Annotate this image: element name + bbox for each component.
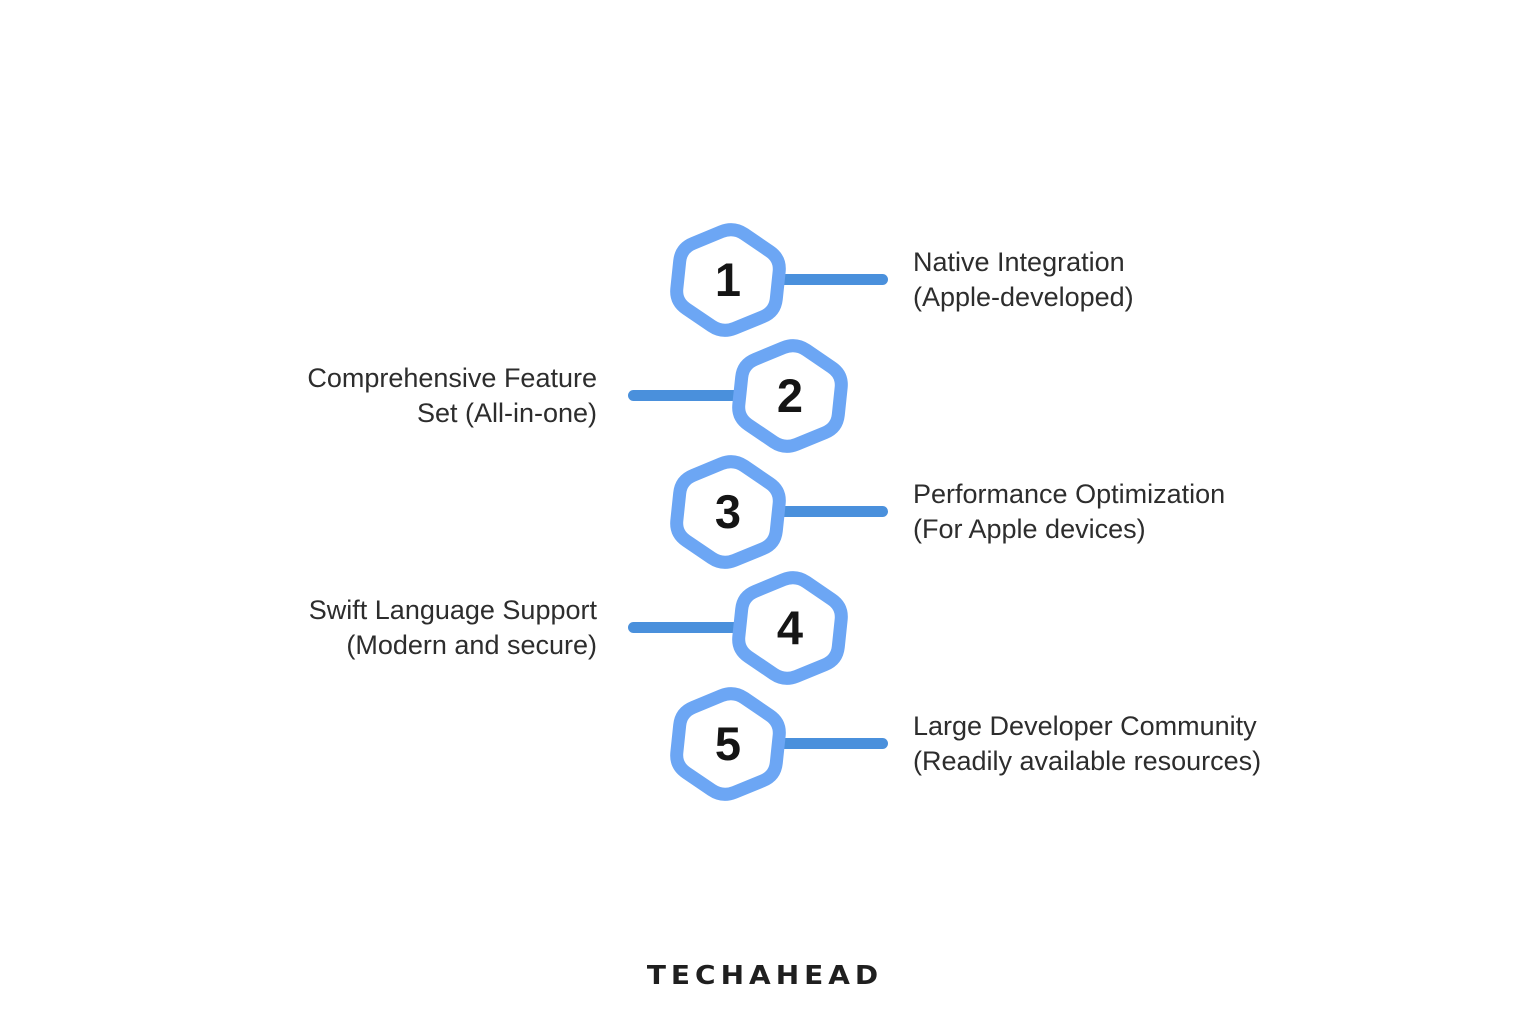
step-label-4: Swift Language Support (Modern and secur… [237,593,597,663]
step-label-1: Native Integration (Apple-developed) [913,245,1134,315]
step-number-1: 1 [714,253,742,306]
step-label-2: Comprehensive Feature Set (All-in-one) [237,361,597,431]
hexagon-badge-1: 1 [664,214,792,352]
step-number-3: 3 [714,485,742,538]
hexagon-badge-2: 2 [726,330,854,468]
step-label-4-line1: Swift Language Support [308,595,597,625]
hexagon-badge-3: 3 [664,446,792,584]
connector-line-3 [770,506,888,517]
step-number-4: 4 [776,601,804,654]
step-label-1-line1: Native Integration [913,247,1125,277]
hexagon-icon [732,339,848,453]
hexagon-icon [670,687,786,801]
step-label-3-line2: (For Apple devices) [913,514,1146,544]
step-number-5: 5 [714,717,742,770]
hexagon-icon [670,223,786,337]
step-label-2-line2: Set (All-in-one) [416,398,597,428]
step-label-3-line1: Performance Optimization [913,479,1226,509]
connector-line-1 [770,274,888,285]
step-label-2-line1: Comprehensive Feature [307,363,597,393]
hexagon-badge-4: 4 [726,562,854,700]
step-label-5-line2: (Readily available resources) [913,746,1262,776]
step-number-2: 2 [776,369,804,422]
connector-line-5 [770,738,888,749]
techahead-logo: TECHAHEAD [646,960,884,991]
step-label-3: Performance Optimization (For Apple devi… [913,477,1225,547]
connector-line-2 [628,390,750,401]
connector-line-4 [628,622,750,633]
step-label-5: Large Developer Community (Readily avail… [913,709,1261,779]
hexagon-icon [670,455,786,569]
step-label-5-line1: Large Developer Community [913,711,1257,741]
step-label-4-line2: (Modern and secure) [346,630,597,660]
hexagon-icon [732,571,848,685]
step-label-1-line2: (Apple-developed) [913,282,1134,312]
hexagon-badge-5: 5 [664,678,792,816]
